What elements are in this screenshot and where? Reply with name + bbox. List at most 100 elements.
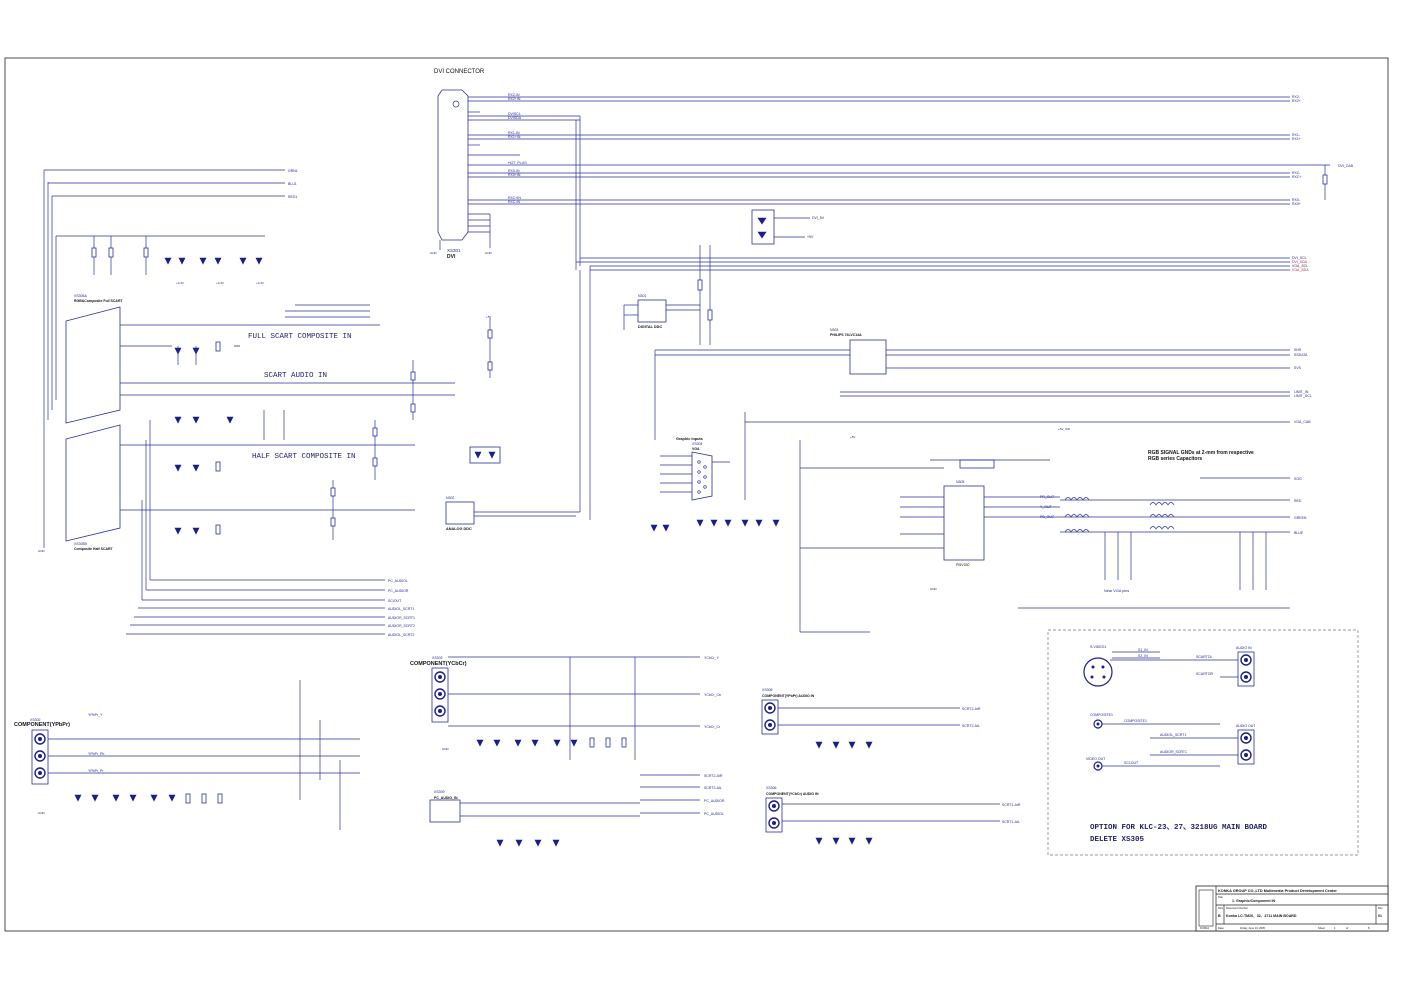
svg-text:PB_OUT: PB_OUT <box>1040 515 1055 519</box>
svg-text:DVI_SDA: DVI_SDA <box>1292 260 1308 264</box>
svg-text:GND: GND <box>442 747 450 751</box>
svg-text:SSDATA: SSDATA <box>1294 353 1308 357</box>
svg-text:RX1-: RX1- <box>1292 133 1301 137</box>
svg-text:XS301: XS301 <box>447 248 461 253</box>
svg-text:RED: RED <box>1294 499 1302 503</box>
svg-text:PC_AUDIOL: PC_AUDIOL <box>388 579 408 583</box>
svg-text:DVI: DVI <box>447 254 456 260</box>
svg-text:RX1+IN: RX1+IN <box>508 135 521 139</box>
scart-bus: GRN1 BLU1 RED1 <box>43 169 298 548</box>
scart-termination <box>91 236 263 275</box>
svg-text:01: 01 <box>1378 914 1382 918</box>
audio-net-lines: PC_AUDIOL PC_AUDIOR SCIOUT AUDIOL_SCRT1 … <box>126 420 415 637</box>
analog-ddc-chip: N302 ANALOG DDC <box>445 270 581 531</box>
svg-text:Composite Half SCART: Composite Half SCART <box>74 547 114 551</box>
vga-connector: Graphic Inputs XS304 VGA <box>660 437 730 501</box>
svg-text:Size: Size <box>1218 906 1224 910</box>
svg-text:SVS: SVS <box>1294 366 1302 370</box>
svg-text:Friday, June 10, 2005: Friday, June 10, 2005 <box>1240 926 1265 930</box>
option-audio-in: AUDIO IN SCARTOL SCARTOR <box>1110 646 1255 687</box>
svg-text:YCbCr_Y: YCbCr_Y <box>704 656 719 660</box>
svg-text:RX2+: RX2+ <box>1292 99 1301 103</box>
mid-signal-labels: SHS SSDATA SVS LIMIT_IN LIMIT_SCL VGA_CA… <box>1294 348 1312 424</box>
near-vga-note: Near VGA pins <box>1104 589 1129 593</box>
svg-text:PC_AUDIOL: PC_AUDIOL <box>704 812 724 816</box>
hex-inverter-chip: N303 PHILIPS 74LVC14A <box>654 328 1290 440</box>
rgb-filters: RED GREEN BLUE SOG PR_OUT Y_OUT PB_OUT <box>1040 477 1307 590</box>
scart-full-connector: XS305A RGB&Composite Full SCART <box>65 294 123 424</box>
component-ypbpr-connector: XS302 COMPONENT(YPbPr) YPbPr_Y YPbPr_Pb … <box>14 680 360 830</box>
vga-protection <box>650 412 780 532</box>
rgb-note-1: RGB SIGNAL GNDs at 2-mm from respective <box>1148 450 1254 456</box>
option-note-1: OPTION FOR KLC-23、27、3218UG MAIN BOARD <box>1090 824 1268 832</box>
scart-bias <box>330 318 493 540</box>
svg-text:AUDIOR_SCRT1: AUDIOR_SCRT1 <box>388 616 415 620</box>
svg-text:PC_AUDIOR: PC_AUDIOR <box>388 589 409 593</box>
scart-half-connector: XS305B Composite Half SCART <box>65 424 121 551</box>
dvi-mid-net-labels: RX2-IN RX2+IN DVISCL DVISDA RX1-IN RX1+I… <box>508 93 527 204</box>
svg-text:GND: GND <box>930 587 938 591</box>
svg-text:PI5V330: PI5V330 <box>956 563 969 567</box>
svg-text:AUDIOL_SCRT1: AUDIOL_SCRT1 <box>1160 733 1186 737</box>
svg-text:AUDIO IN: AUDIO IN <box>1236 646 1252 650</box>
svg-text:SCRT2-AIR: SCRT2-AIR <box>962 707 981 711</box>
svg-text:GND: GND <box>430 251 438 255</box>
svg-text:RX0+IN: RX0+IN <box>508 173 521 177</box>
svg-text:COMPOSITE1: COMPOSITE1 <box>1090 713 1113 717</box>
svg-text:LIMIT_SCL: LIMIT_SCL <box>1294 394 1312 398</box>
ddc-bus: DVI_SCL DVI_SDA VGA_SCL VGA_SDA <box>575 116 1309 272</box>
svg-text:Y_OUT: Y_OUT <box>1040 505 1053 509</box>
svg-text:DVISDA: DVISDA <box>508 116 522 120</box>
svg-text:XS304: XS304 <box>692 442 703 446</box>
svg-text:RXC-IN: RXC-IN <box>508 200 521 204</box>
svg-text:VGA_SCL: VGA_SCL <box>1292 264 1308 268</box>
option-audio-out: AUDIO OUT AUDIOL_SCRT1 AUDIOR_SCRT1 <box>1150 724 1256 765</box>
pc-audio-connector: XS309 PC_AUDIO_IN SCRT2-AIR SCRT2-AIL PC… <box>429 774 725 847</box>
dvi-connector: XS301 DVI <box>437 89 469 260</box>
svg-text:KONKA: KONKA <box>1200 926 1209 930</box>
svg-text:COMPONENT(YPbPr): COMPONENT(YPbPr) <box>14 722 70 728</box>
ground-labels: GND GND GND GND GND GND +3.3V +3.3V +3.3… <box>38 251 1070 815</box>
svg-text:8: 8 <box>1368 926 1370 930</box>
svg-text:RX1+: RX1+ <box>1292 137 1301 141</box>
video-switch-chip: N305 PI5V330 <box>799 440 1060 633</box>
svg-text:+5V_SW: +5V_SW <box>1058 427 1070 431</box>
svg-text:YPbPr_Pb: YPbPr_Pb <box>88 752 104 756</box>
svg-text:GND: GND <box>485 251 493 255</box>
svg-text:SCARTOL: SCARTOL <box>1196 655 1212 659</box>
svg-text:S2_IN: S2_IN <box>1138 654 1148 658</box>
option-note-2: DELETE XS305 <box>1090 836 1145 844</box>
dvi-5v-diode: DVI_5V +5V <box>751 209 825 245</box>
svg-text:+5V: +5V <box>850 435 855 439</box>
dvi-right-net-labels: RX2- RX2+ RX1- RX1+ DVI_CAB RXC- RXC+ RX… <box>1292 95 1354 206</box>
scart-audio-label: SCART AUDIO IN <box>264 372 327 380</box>
svg-text:COMPONENT(YCbCr) AUDIO IN: COMPONENT(YCbCr) AUDIO IN <box>766 792 819 796</box>
svg-text:ANALOG DDC: ANALOG DDC <box>446 527 472 531</box>
svg-text:Date:: Date: <box>1218 926 1224 930</box>
svg-text:PC_AUDIO_IN: PC_AUDIO_IN <box>434 796 458 800</box>
svg-text:RGB&Composite Full SCART: RGB&Composite Full SCART <box>74 299 123 303</box>
svg-text:RXC+: RXC+ <box>1292 175 1301 179</box>
svg-text:SCRT1-AIL: SCRT1-AIL <box>1002 820 1020 824</box>
svg-text:YPbPr_Y: YPbPr_Y <box>88 713 103 717</box>
svg-text:S1_IN: S1_IN <box>1138 648 1148 652</box>
svg-text:N303: N303 <box>830 328 838 332</box>
svg-text:DVISCL: DVISCL <box>508 112 521 116</box>
svg-text:XS305A: XS305A <box>74 294 88 298</box>
svg-text:AUDIOR_SCRT1: AUDIOR_SCRT1 <box>1160 750 1187 754</box>
digital-ddc-chip: N301 DIGITAL DDC <box>623 294 700 330</box>
svg-text:COMPONENT(YCbCr): COMPONENT(YCbCr) <box>410 661 467 667</box>
svg-text:XS305B: XS305B <box>74 542 88 546</box>
svg-text:VGA_CAB: VGA_CAB <box>1294 420 1311 424</box>
svg-text:PHILIPS 74LVC14A: PHILIPS 74LVC14A <box>830 333 862 337</box>
svg-text:SC1OUT: SC1OUT <box>1124 761 1139 765</box>
svg-text:SCRT1-AIR: SCRT1-AIR <box>1002 803 1021 807</box>
dvi-connector-title: DVI CONNECTOR <box>434 69 485 75</box>
svg-text:AUDIOL_SCRT1: AUDIOL_SCRT1 <box>388 607 414 611</box>
svg-text:XS306: XS306 <box>766 786 777 790</box>
svg-text:BLUE: BLUE <box>1294 531 1304 535</box>
svg-text:of: of <box>1346 926 1348 930</box>
konka-logo <box>1198 889 1214 927</box>
svg-text:+3.3V: +3.3V <box>216 281 224 285</box>
svg-text:N302: N302 <box>446 496 454 500</box>
